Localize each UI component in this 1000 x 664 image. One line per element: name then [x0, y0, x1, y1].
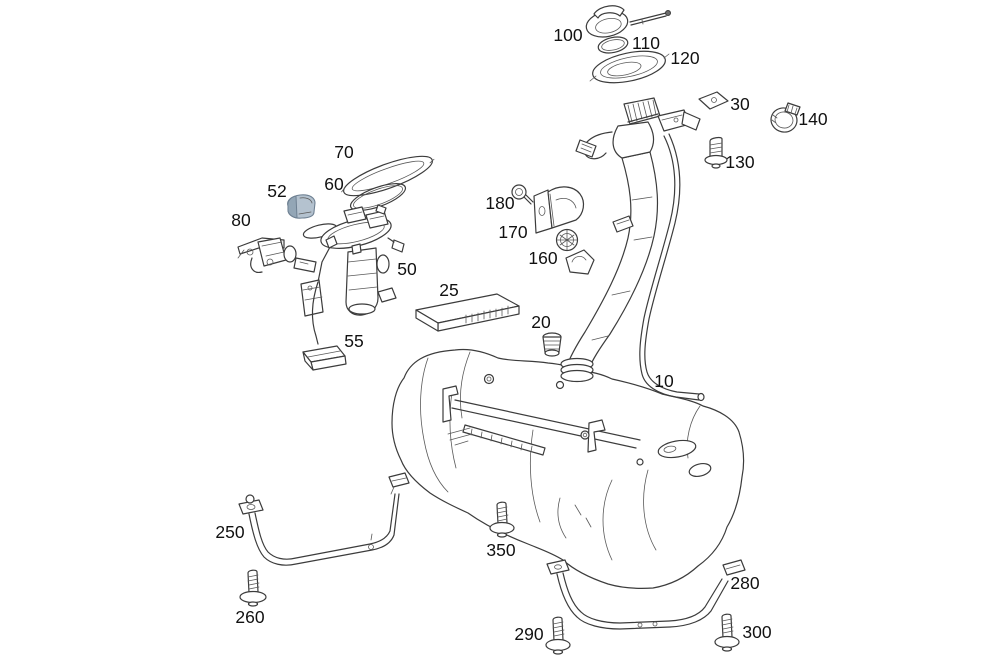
part-callout-160: 160	[528, 248, 557, 268]
grommet-drawing	[555, 228, 579, 252]
part-callout-20: 20	[531, 312, 551, 332]
bolt-350-drawing	[489, 501, 515, 538]
part-callout-180: 180	[485, 193, 514, 213]
tank-strap-left-drawing	[238, 472, 410, 566]
part-callout-280: 280	[730, 573, 759, 593]
part-callout-10: 10	[654, 371, 674, 391]
screw-washer-drawing	[511, 184, 534, 205]
part-callout-100: 100	[553, 25, 582, 45]
plug-cap-drawing	[542, 332, 562, 357]
part-callout-30: 30	[730, 94, 750, 114]
part-callout-170: 170	[498, 222, 527, 242]
part-callout-60: 60	[324, 174, 344, 194]
locking-ring-drawing	[341, 155, 435, 197]
bolt-300-drawing	[714, 613, 740, 652]
filter-element-drawing	[415, 293, 520, 332]
float-55-drawing	[302, 345, 347, 371]
part-callout-80: 80	[231, 210, 251, 230]
bolt-290-drawing	[545, 616, 571, 655]
fuel-tank-drawing	[391, 348, 745, 589]
adhesive-pad-drawing	[698, 91, 729, 110]
bolt-260-drawing	[239, 569, 267, 607]
part-callout-350: 350	[486, 540, 515, 560]
fuel-pump-module-drawing	[300, 204, 405, 345]
bracket-170-drawing	[533, 186, 585, 234]
filler-cap-drawing	[585, 5, 671, 38]
part-callout-260: 260	[235, 607, 264, 627]
part-callout-25: 25	[439, 280, 458, 300]
part-callout-50: 50	[397, 259, 417, 279]
part-callout-130: 130	[725, 152, 754, 172]
hose-clamp-drawing	[770, 102, 801, 133]
part-callout-140: 140	[798, 109, 827, 129]
part-callout-110: 110	[632, 33, 660, 53]
cap-seal-ring-drawing	[597, 36, 629, 54]
part-callout-300: 300	[742, 622, 771, 642]
part-callout-290: 290	[514, 624, 543, 644]
part-callout-55: 55	[344, 331, 363, 351]
part-callout-52: 52	[267, 181, 286, 201]
part-callout-250: 250	[215, 522, 244, 542]
filler-pipe-drawing	[560, 97, 705, 402]
tank-strap-right-drawing	[546, 559, 746, 630]
valve-bracket-drawing	[237, 237, 317, 273]
connector-52-drawing	[287, 194, 316, 219]
part-callout-120: 120	[670, 48, 699, 68]
part-callout-70: 70	[334, 142, 354, 162]
filler-housing-drawing	[589, 50, 670, 84]
screw-130-drawing	[704, 136, 728, 169]
